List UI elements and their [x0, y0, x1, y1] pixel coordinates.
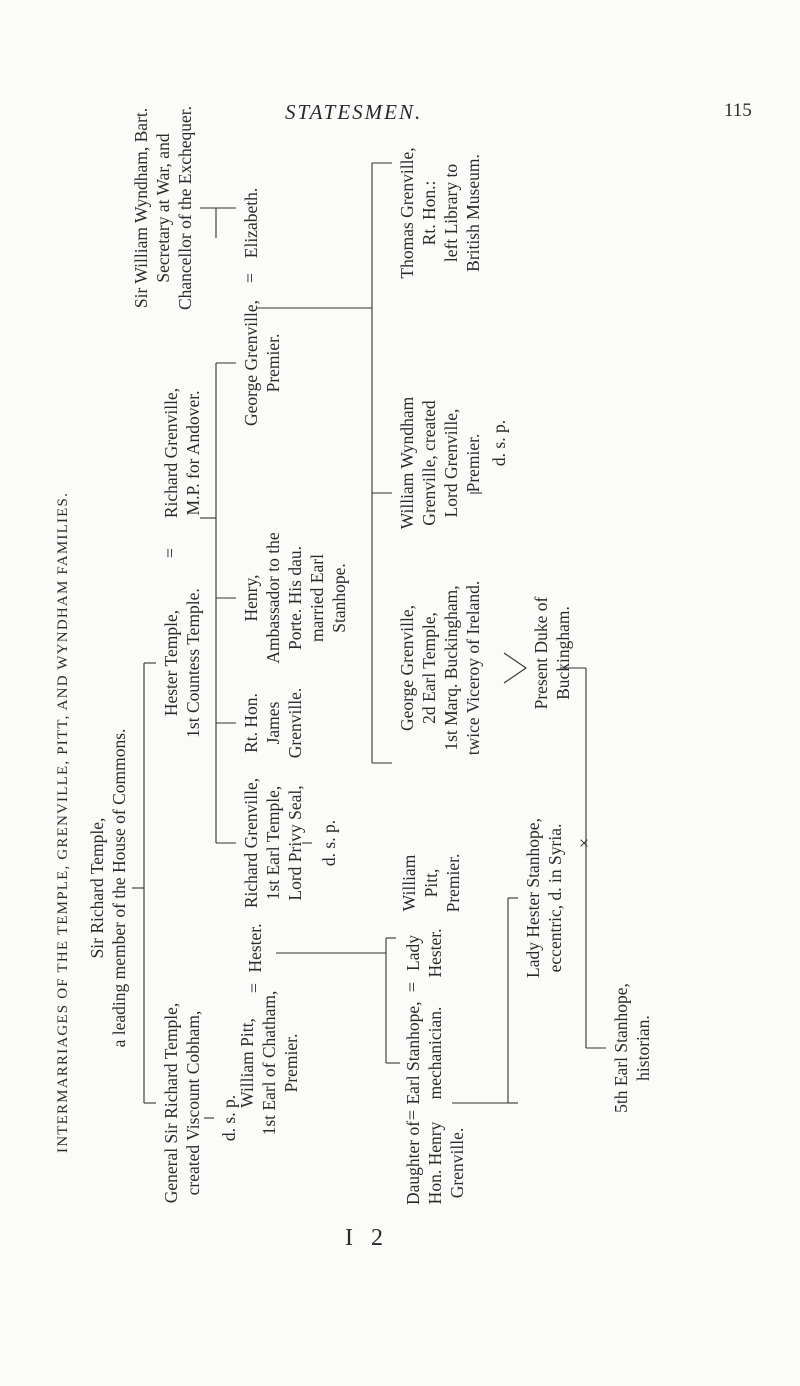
marriage-symbol: =: [402, 1109, 422, 1121]
william-wyndham: Sir William Wyndham, Bart. Secretary at …: [131, 105, 195, 311]
james-grenville: Rt. Hon. James Grenville.: [241, 687, 305, 759]
william-wyndham-grenville: William Wyndham Grenville, created Lord …: [397, 396, 483, 530]
marriage-symbol: =: [240, 272, 260, 284]
signature-mark: I 2: [345, 1225, 389, 1251]
richard-grenville-earl: Richard Grenville, 1st Earl Temple, Lord…: [241, 777, 305, 909]
cousin-marriage-symbol: ×: [574, 837, 594, 849]
thomas-grenville: Thomas Grenville, Rt. Hon.: left Library…: [397, 147, 483, 279]
fifth-earl-stanhope: 5th Earl Stanhope, historian.: [611, 983, 653, 1113]
running-head: STATESMEN.: [285, 100, 423, 124]
hester-temple: Hester Temple, 1st Countess Temple.: [161, 588, 203, 738]
william-pitt-chatham: William Pitt, 1st Earl of Chatham, Premi…: [237, 990, 301, 1136]
genealogy-table: Intermarriages of the Temple, Grenville,…: [40, 106, 760, 1243]
duke-of-buckingham: Present Duke of Buckingham.: [531, 596, 573, 710]
william-pitt-younger: William Pitt, Premier.: [399, 853, 463, 913]
marriage-symbol: =: [160, 547, 180, 559]
richard-grenville-earl-issue: d. s. p.: [319, 819, 339, 867]
marriage-symbol: =: [244, 982, 264, 994]
lady-hester-pitt: Lady Hester.: [403, 928, 445, 978]
elizabeth-wyndham: Elizabeth.: [241, 187, 261, 259]
descent-chevron: [503, 652, 527, 684]
richard-grenville-andover: Richard Grenville, M.P. for Andover.: [161, 387, 203, 519]
hester-grenville: Hester.: [245, 923, 265, 973]
richard-temple-senior: Sir Richard Temple, a leading member of …: [87, 728, 129, 1048]
george-grenville-premier: George Grenville, Premier.: [241, 299, 283, 427]
henry-grenville: Henry, Ambassador to the Porte. His dau.…: [241, 532, 349, 664]
marriage-symbol: =: [402, 981, 422, 993]
william-wyndham-grenville-issue: d. s. p.: [489, 419, 509, 467]
earl-stanhope: Earl Stanhope, mechanician.: [403, 1001, 445, 1105]
george-grenville-marquess: George Grenville, 2d Earl Temple, 1st Ma…: [397, 580, 483, 756]
pedigree-lines: [132, 162, 606, 1119]
page-number: 115: [724, 100, 752, 121]
general-richard-temple: General Sir Richard Temple, created Visc…: [161, 1002, 203, 1204]
henry-grenville-daughter: Daughter of Hon. Henry Grenville.: [403, 1120, 467, 1206]
lady-hester-stanhope: Lady Hester Stanhope, eccentric, d. in S…: [523, 818, 565, 978]
